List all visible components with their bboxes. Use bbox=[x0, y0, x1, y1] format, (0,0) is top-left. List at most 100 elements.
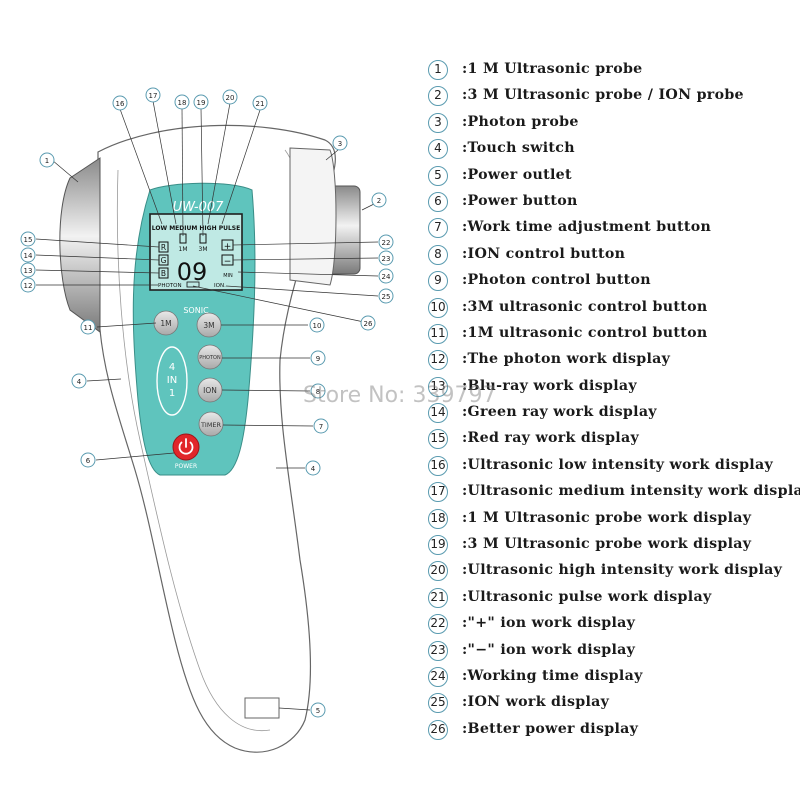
four-in-one-line-1: 4 bbox=[169, 362, 175, 373]
svg-text:5: 5 bbox=[316, 707, 320, 715]
legend-item: 4 :Touch switch bbox=[428, 137, 798, 163]
svg-text:25: 25 bbox=[382, 293, 391, 301]
legend-item: 18:1 M Ultrasonic probe work display bbox=[428, 507, 798, 533]
legend-number: 4 bbox=[428, 139, 448, 160]
legend-text: :Work time adjustment button bbox=[462, 219, 712, 236]
callout-25: 25 bbox=[378, 288, 394, 304]
lcd-ray-r: R bbox=[161, 243, 166, 252]
legend-item: 23 :"−" ion work display bbox=[428, 639, 798, 665]
legend-number: 8 bbox=[428, 244, 448, 265]
probe-1m bbox=[59, 157, 101, 333]
lcd-ion-label: ION. bbox=[214, 283, 226, 289]
callout-13: 13 bbox=[20, 262, 36, 278]
callout-4b: 4 bbox=[305, 460, 321, 476]
callout-2: 2 bbox=[371, 192, 387, 208]
callout-26: 26 bbox=[360, 315, 376, 331]
legend-text: :Ultrasonic medium intensity work displa… bbox=[462, 483, 800, 500]
svg-text:15: 15 bbox=[24, 236, 33, 244]
legend-number: 26 bbox=[428, 719, 448, 740]
legend-text: :Working time display bbox=[462, 667, 643, 684]
svg-text:11: 11 bbox=[84, 324, 93, 332]
legend-number: 10 bbox=[428, 297, 448, 318]
legend-number: 2 bbox=[428, 86, 448, 107]
svg-text:21: 21 bbox=[256, 100, 265, 108]
legend-number: 9 bbox=[428, 271, 448, 292]
timer-button-label: TIMER bbox=[200, 421, 222, 429]
legend-text: :Power outlet bbox=[462, 166, 572, 183]
one-m-button[interactable]: 1M bbox=[153, 310, 179, 336]
svg-text:13: 13 bbox=[24, 267, 33, 275]
store-watermark: Store No: 339797 bbox=[303, 383, 497, 408]
callout-22: 22 bbox=[378, 234, 394, 250]
legend-text: :Better power display bbox=[462, 720, 639, 737]
three-m-button[interactable]: 3M bbox=[196, 312, 222, 338]
photon-button-label: PHOTON bbox=[199, 355, 221, 361]
legend-text: :3 M Ultrasonic probe work display bbox=[462, 536, 752, 553]
legend-number: 14 bbox=[428, 403, 448, 424]
legend-number: 24 bbox=[428, 666, 448, 687]
four-in-one-line-3: 1 bbox=[169, 388, 175, 399]
legend-item: 25:ION work display bbox=[428, 691, 798, 717]
legend-text: :Ultrasonic low intensity work display bbox=[462, 456, 774, 473]
callout-23: 23 bbox=[378, 250, 394, 266]
four-in-one-badge bbox=[156, 346, 188, 416]
svg-text:22: 22 bbox=[382, 239, 391, 247]
callout-11: 11 bbox=[80, 319, 96, 335]
legend-text: :Ultrasonic pulse work display bbox=[462, 588, 712, 605]
legend-item: 2 :3 M Ultrasonic probe / ION probe bbox=[428, 84, 798, 110]
lcd-ray-g: G bbox=[161, 256, 167, 265]
svg-text:3: 3 bbox=[338, 140, 342, 148]
callout-12: 12 bbox=[20, 277, 36, 293]
legend-text: :1 M Ultrasonic probe work display bbox=[462, 509, 752, 526]
lcd-ion-minus: − bbox=[224, 257, 232, 267]
lcd-min-label: MIN bbox=[223, 273, 233, 279]
power-button[interactable] bbox=[172, 433, 200, 461]
timer-button[interactable]: TIMER bbox=[198, 411, 224, 437]
legend-number: 23 bbox=[428, 640, 448, 661]
legend-text: :3M ultrasonic control button bbox=[462, 298, 708, 315]
legend-text: :Green ray work display bbox=[462, 404, 657, 421]
lcd-probe-1m: 1M bbox=[179, 246, 188, 253]
legend-item: 8:ION control button bbox=[428, 243, 798, 269]
four-in-one-line-2: IN bbox=[167, 375, 177, 386]
power-label: POWER bbox=[175, 463, 197, 470]
legend-number: 19 bbox=[428, 535, 448, 556]
legend-number: 12 bbox=[428, 350, 448, 371]
legend-item: 7:Work time adjustment button bbox=[428, 216, 798, 242]
svg-text:6: 6 bbox=[86, 457, 91, 465]
callout-15: 15 bbox=[20, 231, 36, 247]
svg-text:2: 2 bbox=[377, 197, 381, 205]
lcd-intensity-labels: LOW MEDIUM HIGH PULSE bbox=[152, 225, 240, 232]
legend-item: 3:Photon probe bbox=[428, 111, 798, 137]
svg-text:23: 23 bbox=[382, 255, 391, 263]
callout-14: 14 bbox=[20, 247, 36, 263]
legend-item: 9:Photon control button bbox=[428, 269, 798, 295]
legend-text: :ION work display bbox=[462, 694, 610, 711]
callout-4: 4 bbox=[71, 373, 87, 389]
legend-text: :"−" ion work display bbox=[462, 641, 636, 658]
legend-item: 17 :Ultrasonic medium intensity work disp… bbox=[428, 480, 800, 506]
svg-text:12: 12 bbox=[24, 282, 33, 290]
sonic-label: SONIC bbox=[183, 306, 209, 315]
model-name: UW-007 bbox=[173, 200, 225, 215]
lcd-photon-label: PHOTON bbox=[158, 283, 182, 289]
legend-number: 15 bbox=[428, 429, 448, 450]
photon-probe bbox=[289, 147, 337, 286]
one-m-button-label: 1M bbox=[160, 319, 171, 328]
ion-button[interactable]: ION bbox=[197, 377, 223, 403]
legend-item: 12:The photon work display bbox=[428, 348, 798, 374]
legend-text: :"+" ion work display bbox=[462, 615, 636, 632]
legend-text: :Power button bbox=[462, 192, 578, 209]
legend-number: 17 bbox=[428, 482, 448, 503]
svg-text:8: 8 bbox=[316, 388, 320, 396]
legend-text: :Touch switch bbox=[462, 140, 575, 157]
legend-text: :3 M Ultrasonic probe / ION probe bbox=[462, 87, 744, 104]
legend-item: 26 :Better power display bbox=[428, 718, 798, 744]
legend-text: :Ultrasonic high intensity work display bbox=[462, 562, 783, 579]
svg-text:16: 16 bbox=[116, 100, 125, 108]
svg-text:17: 17 bbox=[149, 92, 158, 100]
svg-text:19: 19 bbox=[197, 99, 206, 107]
power-icon bbox=[178, 441, 194, 455]
photon-button[interactable]: PHOTON bbox=[197, 344, 223, 370]
